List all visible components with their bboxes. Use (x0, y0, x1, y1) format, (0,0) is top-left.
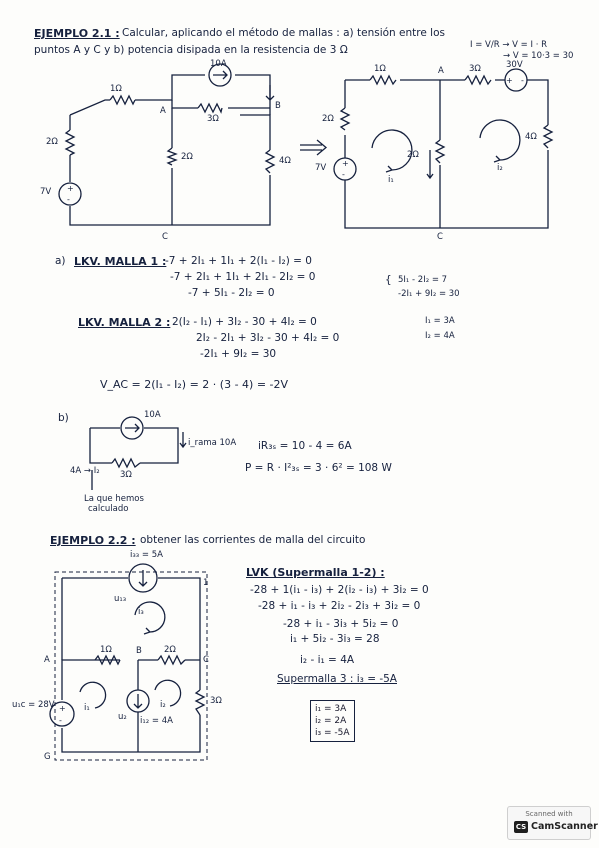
lkv1-line-1: -7 + 2I₁ + 1I₁ + 2(I₁ - I₂) = 0 (165, 255, 312, 267)
ex2-answer-3: i₃ = -5A (315, 728, 350, 738)
ex2-title: EJEMPLO 2.2 : (50, 534, 136, 547)
ex1-l-r-mid: 3Ω (207, 114, 219, 124)
ex2-line-4: i₁ + 5i₂ - 3i₃ = 28 (290, 633, 380, 645)
ex1-r-r-left: 2Ω (322, 114, 334, 124)
ex1-part-b: b) (58, 412, 69, 424)
ex2-i1: i₁ (84, 703, 90, 713)
b-r-label: 3Ω (120, 470, 132, 480)
ex2-vsrc-label: u₁c = 28V (12, 700, 55, 710)
ex2-statement: obtener las corrientes de malla del circ… (140, 534, 366, 546)
ex1-l-r-left: 2Ω (46, 137, 58, 147)
result-i2: I₂ = 4A (425, 331, 455, 341)
result-i1: I₁ = 3A (425, 316, 455, 326)
ex2-answer-box: i₁ = 3A i₂ = 2A i₃ = -5A (310, 700, 355, 742)
b-eq-1: iR₃ₛ = 10 - 4 = 6A (258, 440, 352, 452)
ex1-r-i1: i₁ (388, 175, 394, 185)
ex1-r-node-c: C (437, 232, 443, 242)
ex1-r-r-center: 2Ω (407, 150, 419, 160)
svg-text:-: - (59, 716, 62, 725)
system-eq-1: 5I₁ - 2I₂ = 7 (398, 275, 448, 285)
ex1-l-node-c: C (162, 232, 168, 242)
ex1-formula-2: → V = 10·3 = 30 (503, 51, 574, 61)
ex2-super3: Supermalla 3 : i₃ = -5A (277, 673, 397, 685)
ex2-node-a: A (44, 655, 50, 665)
ex2-line-1: -28 + 1(i₁ - i₃) + 2(i₂ - i₃) + 3i₂ = 0 (250, 584, 429, 596)
scanner-text: Scanned with (525, 810, 573, 818)
ex1-l-src-top: 10A (210, 59, 227, 69)
ex2-r1: 1Ω (100, 645, 112, 655)
ex2-line-5: i₂ - i₁ = 4A (300, 654, 355, 666)
ex1-r-vsrc: 7V (315, 163, 327, 173)
b-src-label: 10A (144, 410, 161, 420)
svg-text:-: - (67, 195, 70, 204)
ex1-r-vsrc-top: 30V (506, 60, 523, 70)
camscanner-logo-icon: CS (514, 821, 528, 833)
ex1-r-r-top2: 3Ω (469, 64, 481, 74)
ex1-r-r-right: 4Ω (525, 132, 537, 142)
lkv1-line-2: -7 + 2I₁ + 1I₁ + 2I₁ - 2I₂ = 0 (170, 271, 316, 283)
b-eq-2: P = R · I²₃ₛ = 3 · 6² = 108 W (245, 462, 392, 474)
ex1-statement: Calcular, aplicando el método de mallas … (122, 27, 445, 39)
ex1-r-r-top1: 1Ω (374, 64, 386, 74)
b-node-label: 4A → I₂ (70, 466, 100, 476)
ex1-r-i2: i₂ (497, 163, 503, 173)
camscanner-badge: Scanned with CS CamScanner (507, 806, 598, 840)
ex1-formula-1: I = V/R → V = I · R (470, 40, 548, 50)
ex2-src-top-label: i₃₃ = 5A (130, 550, 163, 560)
svg-text:-: - (342, 170, 345, 179)
svg-text:+: + (342, 159, 349, 168)
ex2-line-3: -28 + i₁ - 3i₃ + 5i₂ = 0 (283, 618, 399, 630)
ex1-title: EJEMPLO 2.1 : (34, 27, 120, 40)
lkv2-title: LKV. MALLA 2 : (78, 316, 171, 329)
lkv2-line-1: 2(I₂ - I₁) + 3I₂ - 30 + 4I₂ = 0 (172, 316, 317, 328)
ex2-node-1: 1 (203, 578, 209, 588)
ex1-part-a: a) (55, 255, 66, 267)
ex2-r3: 3Ω (210, 696, 222, 706)
ex1-l-r-top: 1Ω (110, 84, 122, 94)
ex1-l-node-a: A (160, 106, 166, 116)
b-i-label: i_rama 10A (188, 438, 237, 448)
ex2-lvk-title: LVK (Supermalla 1-2) : (246, 566, 385, 579)
ex1-l-r-right: 4Ω (279, 156, 291, 166)
svg-text:-: - (521, 76, 524, 85)
ex2-u-label: u₁₃ (114, 594, 127, 604)
system-brace: { (385, 274, 392, 286)
svg-text:+: + (59, 704, 66, 713)
lkv1-title: LKV. MALLA 1 : (74, 255, 167, 268)
lkv2-line-3: -2I₁ + 9I₂ = 30 (200, 348, 277, 360)
ex2-i2: i₂ (160, 700, 166, 710)
ex1-l-node-b: B (275, 101, 281, 111)
ex2-node-g: G (44, 752, 51, 762)
ex2-node-c: C (203, 655, 209, 665)
system-eq-2: -2I₁ + 9I₂ = 30 (398, 289, 460, 299)
b-note-1: La que hemos (84, 494, 144, 504)
ex2-i3: i₃ (138, 607, 144, 617)
lkv2-line-2: 2I₂ - 2I₁ + 3I₂ - 30 + 4I₂ = 0 (196, 332, 340, 344)
ex2-answer-1: i₁ = 3A (315, 704, 347, 714)
scanner-brand: CamScanner (531, 821, 598, 832)
ex1-r-node-a: A (438, 66, 444, 76)
svg-text:+: + (506, 76, 513, 85)
ex1-l-vsrc: 7V (40, 187, 52, 197)
ex2-answer-2: i₂ = 2A (315, 716, 347, 726)
ex2-line-2: -28 + i₁ - i₃ + 2i₂ - 2i₃ + 3i₂ = 0 (258, 600, 421, 612)
svg-text:+: + (67, 184, 74, 193)
b-note-2: calculado (88, 504, 129, 514)
ex2-node-b: B (136, 646, 142, 656)
vac-result: V_AC = 2(I₁ - I₂) = 2 · (3 - 4) = -2V (100, 378, 289, 391)
lkv1-line-3: -7 + 5I₁ - 2I₂ = 0 (188, 287, 275, 299)
ex2-r2: 2Ω (164, 645, 176, 655)
ex2-u2: u₂ (118, 712, 127, 722)
ex1-statement-2: puntos A y C y b) potencia disipada en l… (34, 44, 348, 56)
ex2-isrc-label: i₁₂ = 4A (140, 716, 173, 726)
ex1-l-r-center: 2Ω (181, 152, 193, 162)
